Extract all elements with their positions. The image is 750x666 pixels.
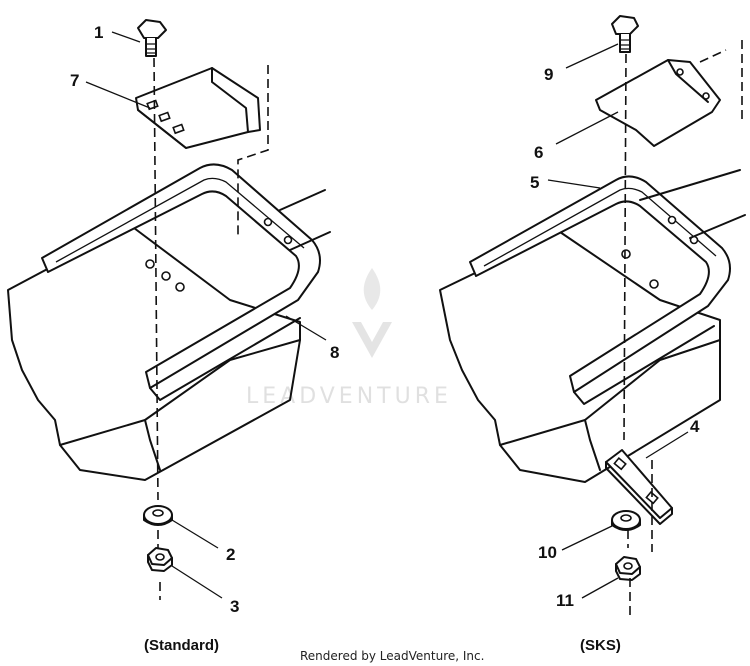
- washer-10: [611, 510, 641, 531]
- callout-11: 11: [556, 591, 574, 610]
- rail-bracket: [41, 163, 321, 389]
- callout-7: 7: [70, 71, 79, 90]
- leader-1: [111, 31, 141, 43]
- leader-4: [645, 431, 689, 459]
- callout-3: 3: [230, 597, 239, 616]
- bolt-9: [611, 15, 639, 53]
- washer-2: [143, 505, 173, 526]
- leader-8: [285, 315, 327, 341]
- standard-axis: [153, 57, 161, 600]
- leader-10: [561, 525, 613, 551]
- sks-assembly: 9 6 5 4 10 11: [439, 15, 746, 620]
- watermark-text: LEADVENTURE: [246, 384, 452, 409]
- leader-2: [171, 519, 219, 549]
- callout-10: 10: [538, 543, 557, 562]
- callout-8: 8: [330, 343, 339, 362]
- callout-4: 4: [690, 417, 700, 436]
- caption-sks: (SKS): [580, 637, 621, 654]
- callout-1: 1: [94, 23, 103, 42]
- callout-5: 5: [530, 173, 539, 192]
- nut-3: [147, 547, 173, 572]
- standard-assembly: 1 7 8 2 3: [7, 19, 339, 616]
- plate-4: [605, 449, 673, 552]
- callout-6: 6: [534, 143, 543, 162]
- callout-9: 9: [544, 65, 553, 84]
- leader-6: [555, 111, 619, 145]
- leader-11: [581, 577, 619, 599]
- leader-7: [85, 81, 151, 109]
- leader-5: [547, 179, 601, 189]
- bolt-1: [137, 19, 167, 57]
- callout-2: 2: [226, 545, 235, 564]
- sks-rail-bracket: [469, 175, 731, 393]
- footer-credit: Rendered by LeadVenture, Inc.: [300, 649, 484, 663]
- leader-9: [565, 43, 619, 69]
- caption-standard: (Standard): [144, 637, 219, 654]
- nut-11: [615, 556, 641, 581]
- bracket-6: [595, 59, 721, 147]
- leader-3: [171, 565, 223, 599]
- sks-axis: [623, 53, 631, 620]
